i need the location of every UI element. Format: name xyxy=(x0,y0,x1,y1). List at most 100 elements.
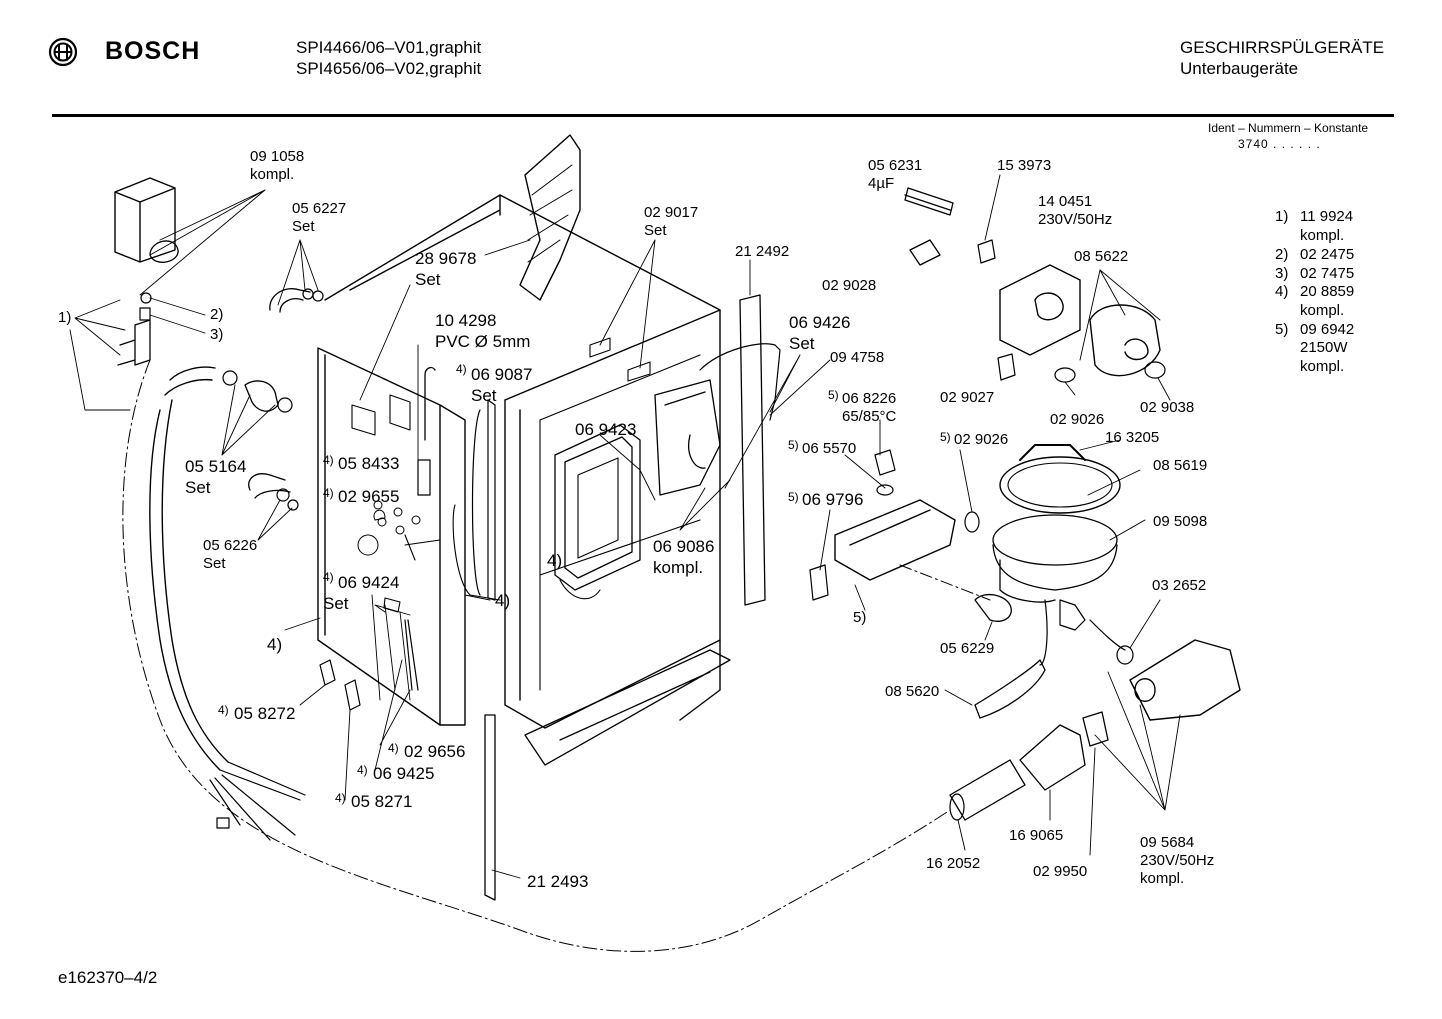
part-label: 05 6226 Set xyxy=(203,537,258,572)
bosch-armature-icon xyxy=(48,37,78,67)
bushing-153973 xyxy=(977,239,996,264)
sump-outlet xyxy=(1059,599,1086,631)
part-label: 02 9656 xyxy=(404,742,466,761)
oring-029026b xyxy=(964,511,980,533)
leader-2-3 xyxy=(149,297,206,334)
switch-058271 xyxy=(344,679,361,711)
thermostat-wire xyxy=(404,619,419,691)
aquastop-connector xyxy=(149,240,179,263)
thermostat-068226 xyxy=(874,449,896,476)
part-label: 2) xyxy=(210,306,224,323)
door-seal-inner xyxy=(577,457,619,559)
leader-056227 xyxy=(277,239,319,306)
part-label: 5) xyxy=(853,609,867,626)
category-title: GESCHIRRSPÜLGERÄTE xyxy=(1180,38,1385,57)
leader-029017 xyxy=(599,239,656,369)
part-label: 02 9950 xyxy=(1033,863,1088,880)
legend-value: kompl. xyxy=(1300,227,1345,244)
part-label: 15 3973 xyxy=(997,157,1052,174)
part-note: 4) xyxy=(456,362,467,376)
part-label: 05 5164 Set xyxy=(185,457,247,497)
part-label: 09 5098 xyxy=(1153,513,1208,530)
seal-065570 xyxy=(876,484,894,496)
leaders-069086 xyxy=(679,479,731,531)
part-label: 02 9017 Set xyxy=(644,204,699,239)
bolt-3 xyxy=(139,307,151,321)
part-label: 14 0451 230V/50Hz xyxy=(1038,193,1113,228)
sump-ring-163205 xyxy=(999,456,1121,514)
part-label: 02 9655 xyxy=(338,487,400,506)
leader-091058 xyxy=(139,189,266,296)
panel-holes xyxy=(373,509,386,521)
part-label: 02 9027 xyxy=(940,389,995,406)
sump-ring-inner xyxy=(1007,462,1113,508)
seal-029950 xyxy=(1082,711,1109,747)
relay-029028 xyxy=(909,239,941,266)
part-label: 16 3205 xyxy=(1105,429,1160,446)
pump-085622 xyxy=(1089,304,1161,377)
part-label: 06 9087 Set xyxy=(471,365,533,405)
tub-frame-front xyxy=(504,309,721,729)
hose-162052-end xyxy=(949,793,965,821)
part-label: 02 9026 xyxy=(954,431,1009,448)
oring-029038 xyxy=(1144,361,1166,379)
hose-bend-056227 xyxy=(269,288,311,313)
small-pin xyxy=(404,534,416,561)
capacitor-056231 xyxy=(904,187,954,216)
part-label: 16 9065 xyxy=(1009,827,1064,844)
dashdot-heater-pump xyxy=(899,564,991,601)
leaders-lower-right xyxy=(957,599,1181,856)
legend-key: 2) xyxy=(1275,246,1289,263)
sump-085619 xyxy=(992,514,1118,566)
part-label: 08 5619 xyxy=(1153,457,1208,474)
rail-212493 xyxy=(484,714,496,901)
part-label: 21 2492 xyxy=(735,243,790,260)
leaders-085622 xyxy=(1064,269,1171,401)
model-line-1: SPI4466/06–V01,graphit xyxy=(296,38,482,57)
rail-bottom xyxy=(524,649,731,766)
leader-056226 xyxy=(257,499,293,541)
pipe-loop xyxy=(1039,599,1048,666)
part-label: 02 9038 xyxy=(1140,399,1195,416)
part-label: 05 6229 xyxy=(940,640,995,657)
part-label: 09 5684 230V/50Hz kompl. xyxy=(1140,834,1215,887)
part-label: 06 5570 xyxy=(802,440,857,457)
part-note: 5) xyxy=(828,388,839,402)
oring-032652 xyxy=(1116,645,1134,665)
tube-104298 xyxy=(424,366,436,441)
part-label: 08 5620 xyxy=(885,683,940,700)
legend-value: kompl. xyxy=(1300,358,1345,375)
plug-connector xyxy=(216,817,230,829)
panel-round-hole xyxy=(357,534,379,556)
gasket-ribs xyxy=(527,164,573,263)
legend-key: 4) xyxy=(1275,283,1289,300)
leaders-069426 xyxy=(724,354,831,489)
oring-029026a xyxy=(1054,367,1076,383)
part-note: 4) xyxy=(335,791,346,805)
tub-inner xyxy=(539,354,701,691)
clip-c xyxy=(276,488,290,502)
clip-b xyxy=(277,397,293,413)
leader-289678 xyxy=(484,239,531,256)
seal-069087-loop xyxy=(452,504,501,601)
legend-value: 02 7475 xyxy=(1300,265,1355,282)
legend-value: 20 8859 xyxy=(1300,283,1355,300)
hose-bend-056226 xyxy=(248,473,291,499)
aquastop-block xyxy=(114,177,176,263)
part-label: 06 8226 65/85°C xyxy=(842,390,897,425)
part-label: 08 5622 xyxy=(1074,248,1129,265)
leaders-side-panel xyxy=(284,284,491,701)
part-label: 4) xyxy=(547,551,563,570)
leaders-sump xyxy=(1079,439,1146,541)
leader-1 xyxy=(69,299,131,411)
part-label: 3) xyxy=(210,326,224,343)
document-id: e162370–4/2 xyxy=(58,968,158,987)
switch-058272 xyxy=(319,659,336,686)
clip-f xyxy=(312,290,324,302)
header-rule xyxy=(52,114,1394,117)
part-label: 05 6231 4µF xyxy=(868,157,923,192)
part-label: 05 8272 xyxy=(234,704,296,723)
clip-a xyxy=(222,370,238,386)
clip-d xyxy=(287,499,299,511)
valve-small xyxy=(117,319,151,366)
